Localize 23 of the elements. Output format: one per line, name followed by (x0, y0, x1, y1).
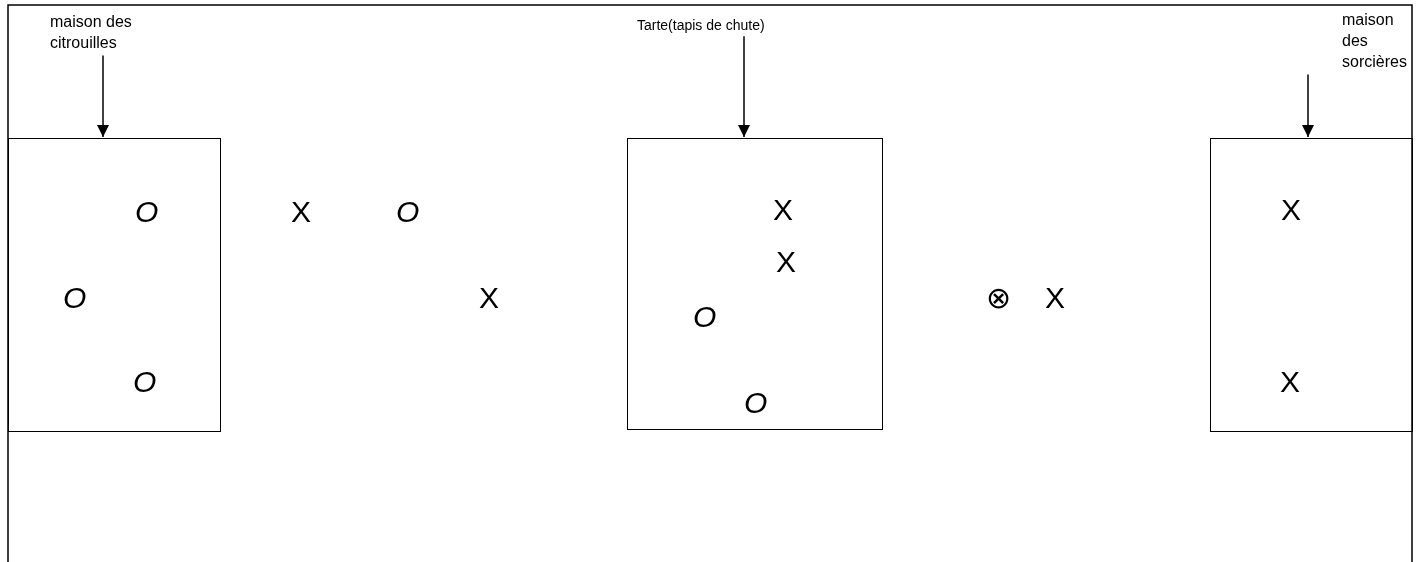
area-box (8, 138, 221, 432)
leader-arrow (1302, 73, 1314, 138)
area-label: Tarte(tapis de chute) (637, 16, 812, 35)
player-marker: O (693, 302, 717, 332)
player-marker: O (133, 367, 157, 397)
player-marker: O (396, 197, 420, 227)
player-marker: O (744, 388, 768, 418)
player-marker: X (479, 283, 499, 313)
leader-arrow (738, 35, 750, 138)
area-label: maison des citrouilles (50, 12, 180, 54)
player-marker: X (1280, 367, 1300, 397)
area-box (1210, 138, 1413, 432)
player-marker: X (773, 195, 793, 225)
player-marker: X (1281, 195, 1301, 225)
area-label: maison des sorcières (1342, 10, 1417, 73)
player-marker: X (776, 247, 796, 277)
player-marker: O (63, 283, 87, 313)
player-marker: X (1045, 283, 1065, 313)
circled-x-symbol: ⊗ (986, 283, 1011, 313)
leader-arrow (97, 54, 109, 138)
player-marker: O (135, 197, 159, 227)
player-marker: X (291, 197, 311, 227)
area-box (627, 138, 883, 430)
